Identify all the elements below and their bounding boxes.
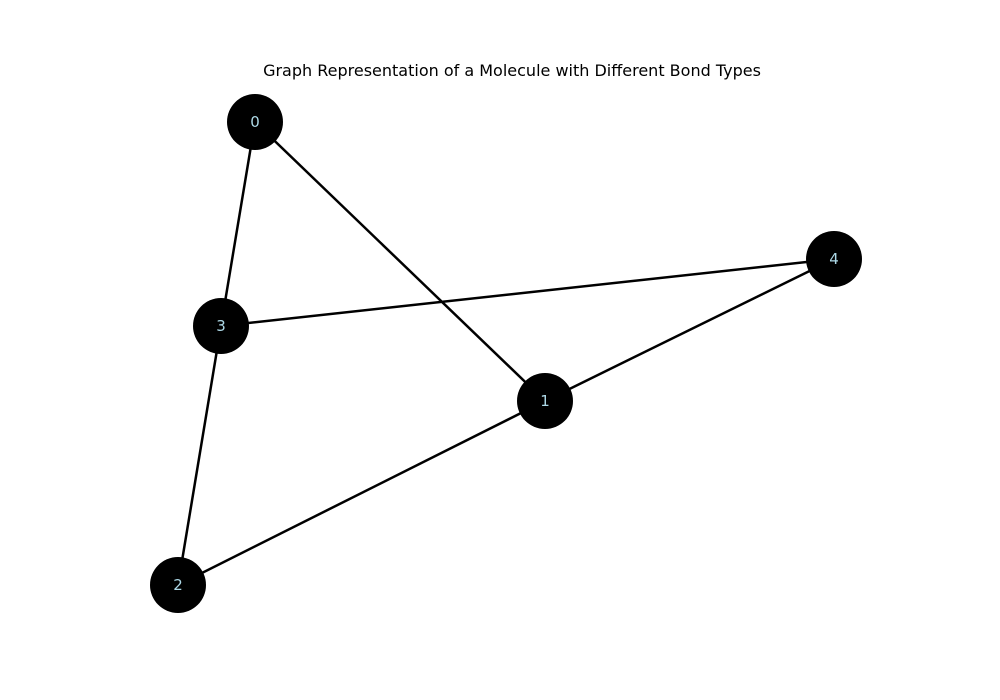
node-label-4: 4 — [829, 250, 839, 268]
edge-3-2 — [176, 325, 223, 586]
node-circle-1 — [517, 373, 573, 429]
edge-3-4 — [220, 257, 835, 328]
node-circle-3 — [193, 298, 249, 354]
node-0: 0 — [227, 94, 283, 150]
node-1: 1 — [517, 373, 573, 429]
node-label-3: 3 — [216, 317, 226, 335]
node-4: 4 — [806, 231, 862, 287]
node-circle-4 — [806, 231, 862, 287]
node-2: 2 — [150, 557, 206, 613]
node-3: 3 — [193, 298, 249, 354]
nodes-layer: 0 1 2 3 4 — [150, 94, 862, 613]
edge-0-3 — [219, 121, 257, 327]
node-circle-0 — [227, 94, 283, 150]
node-circle-2 — [150, 557, 206, 613]
edges-layer — [176, 121, 835, 587]
chart-title: Graph Representation of a Molecule with … — [263, 61, 761, 80]
edge-1-4 — [544, 257, 835, 403]
edge-1-2 — [177, 399, 546, 587]
node-label-1: 1 — [540, 392, 550, 410]
node-label-0: 0 — [250, 113, 260, 131]
edge-0-1 — [254, 121, 546, 402]
node-label-2: 2 — [173, 576, 183, 594]
